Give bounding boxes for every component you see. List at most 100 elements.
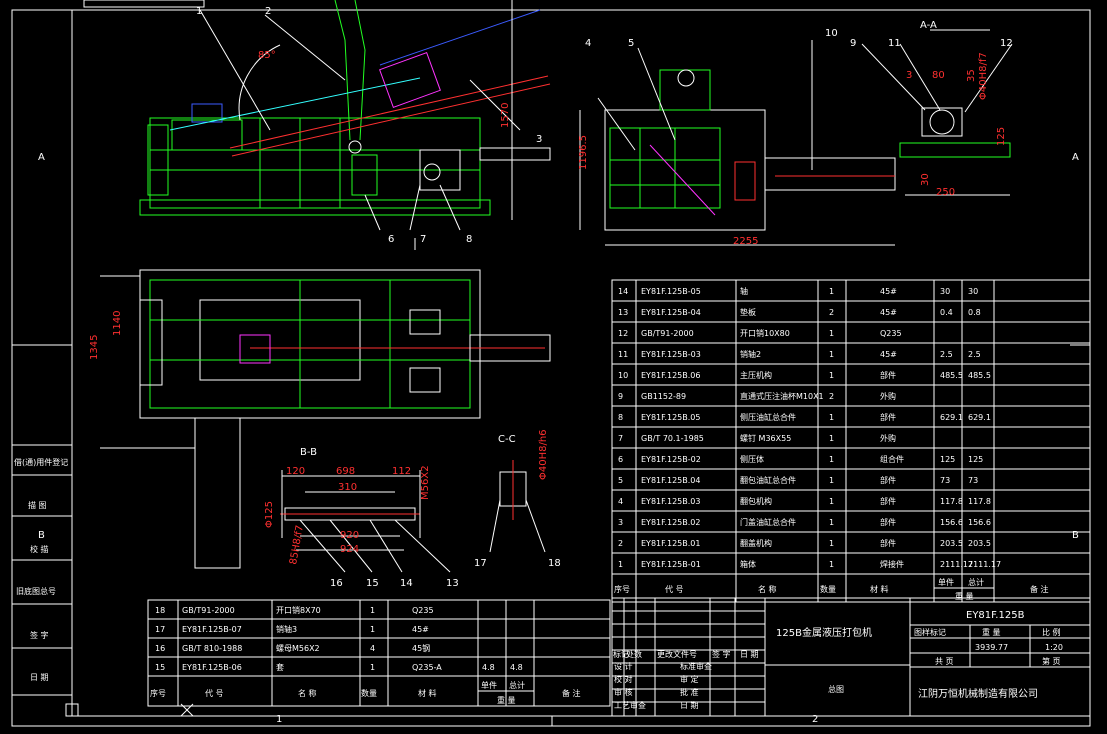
dim-angle: 85° xyxy=(258,50,276,61)
section-c-c xyxy=(489,460,546,553)
bom-top-material: 部件 xyxy=(880,517,896,527)
bom-top-code: GB/T91-2000 xyxy=(641,329,694,338)
bom-top-material: 焊接件 xyxy=(880,559,904,569)
bom-top-qty: 1 xyxy=(829,455,834,464)
bom-bottom-head-no: 序号 xyxy=(150,688,166,698)
bom-top-no: 3 xyxy=(618,518,623,527)
dim-80: 80 xyxy=(932,70,945,81)
bom-top-total-weight: 156.6 xyxy=(968,518,991,527)
bom-top-name: 翻包机构 xyxy=(740,496,772,506)
rev-role-right: 日 期 xyxy=(680,701,699,710)
callout-8: 8 xyxy=(466,234,472,245)
main-elevation-view xyxy=(120,0,551,250)
bom-top-name: 销轴2 xyxy=(740,349,761,359)
dim-phi40h8h6: Φ40H8/h6 xyxy=(538,429,549,480)
bom-bottom-name: 开口销8X70 xyxy=(276,605,321,615)
bom-top-no: 10 xyxy=(618,371,628,380)
bom-top-name: 翻包油缸总合件 xyxy=(740,475,796,485)
bom-top-unit-weight: 117.8 xyxy=(940,497,963,506)
bom-top-material: 外购 xyxy=(880,391,896,401)
dim-125: 125 xyxy=(996,127,1007,146)
sheet-count: 共 页 xyxy=(935,657,954,666)
bom-top-code: GB1152-89 xyxy=(641,392,686,401)
dim-310: 310 xyxy=(338,482,357,493)
rev-header: 签 字 xyxy=(712,649,731,659)
bom-top-qty: 1 xyxy=(829,371,834,380)
bom-top-total-weight: 2.5 xyxy=(968,350,981,359)
bom-top-total-weight: 125 xyxy=(968,455,983,464)
bom-bottom-head-note: 备 注 xyxy=(562,688,581,698)
label-b-b: B-B xyxy=(300,447,317,458)
bom-bottom-material: Q235 xyxy=(412,606,434,615)
section-a-a xyxy=(861,29,1013,196)
bom-top-total-weight: 117.8 xyxy=(968,497,991,506)
bom-top-head-qty: 数量 xyxy=(820,584,836,594)
weight-label: 重 量 xyxy=(982,627,1001,637)
rev-role-right: 批 准 xyxy=(680,687,699,697)
dim-1570: 1570 xyxy=(500,103,511,128)
dim-250: 250 xyxy=(936,187,955,198)
callout-6: 6 xyxy=(388,234,394,245)
callout-14: 14 xyxy=(400,578,413,589)
rev-role-right: 审 定 xyxy=(680,674,699,684)
bom-bottom-head-name: 名 称 xyxy=(298,688,317,698)
dim-1345: 1345 xyxy=(89,335,100,360)
bom-top-name: 箱体 xyxy=(740,559,756,569)
bom-bottom-head-qty: 数量 xyxy=(361,688,377,698)
dim-920: 920 xyxy=(340,530,359,541)
bom-top-material: 部件 xyxy=(880,370,896,380)
side-label-5: 签 字 xyxy=(30,630,49,640)
bom-top-code: EY81F.125B.03 xyxy=(641,497,700,506)
bom-bottom-unit-weight: 4.8 xyxy=(482,663,495,672)
bom-top-total-weight: 30 xyxy=(968,287,978,296)
bom-top-unit-weight: 629.1 xyxy=(940,413,963,422)
bom-top-unit-weight: 485.5 xyxy=(940,371,963,380)
callout-11: 11 xyxy=(888,38,901,49)
drawing-subtitle: 总图 xyxy=(828,684,844,694)
bom-top-name: 门盖油缸总合件 xyxy=(740,517,796,527)
drawing-title: 125B金属液压打包机 xyxy=(776,626,872,639)
side-label-1: 借(通)用件登记 xyxy=(14,457,68,467)
rev-role-left: 设 计 xyxy=(614,661,633,671)
dim-phi125: Φ125 xyxy=(264,501,275,528)
zone-left-a: A xyxy=(38,152,45,163)
bom-top-code: EY81F.125B.01 xyxy=(641,539,700,548)
rev-header: 日 期 xyxy=(740,650,759,659)
dim-120: 120 xyxy=(286,466,305,477)
dim-1196-5: 1196.5 xyxy=(578,135,589,170)
dim-85h8f7: 85H8/f7 xyxy=(288,524,306,565)
company-name: 江阴万恒机械制造有限公司 xyxy=(918,687,1038,700)
bom-top-name: 翻盖机构 xyxy=(740,538,772,548)
stage-label: 图样标记 xyxy=(914,627,946,637)
side-label-2: 描 图 xyxy=(28,500,47,510)
bom-top-name: 螺钉 M36X55 xyxy=(740,433,791,443)
bom-bottom-head-weight: 重 量 xyxy=(497,695,516,705)
side-label-4: 旧底图总号 xyxy=(16,586,56,596)
dim-698: 698 xyxy=(336,466,355,477)
bom-top-unit-weight: 156.6 xyxy=(940,518,963,527)
side-view xyxy=(579,40,896,246)
bom-top-no: 5 xyxy=(618,476,623,485)
bom-bottom-material: Q235-A xyxy=(412,663,442,672)
rev-header: 处数 xyxy=(626,649,642,659)
callout-1: 1 xyxy=(196,6,202,17)
rev-role-left: 工艺审查 xyxy=(614,700,646,710)
bom-bottom-name: 螺母M56X2 xyxy=(276,643,320,653)
bom-bottom-no: 18 xyxy=(155,606,165,615)
bom-top-head-unit: 单件 xyxy=(938,577,954,587)
bom-top-material: 部件 xyxy=(880,475,896,485)
bom-top-no: 14 xyxy=(618,287,628,296)
bom-top-material: 外购 xyxy=(880,433,896,443)
bom-bottom-material: 45钢 xyxy=(412,643,430,653)
rev-role-left: 审 核 xyxy=(614,687,633,697)
side-label-6: 日 期 xyxy=(30,673,49,682)
rev-header: 标记 xyxy=(613,649,629,659)
bom-top-name: 垫板 xyxy=(740,307,756,317)
bom-top-material: 部件 xyxy=(880,538,896,548)
callout-4: 4 xyxy=(585,38,591,49)
bom-top-total-weight: 203.5 xyxy=(968,539,991,548)
callout-2: 2 xyxy=(265,6,271,17)
bom-top-head-material: 材 料 xyxy=(870,584,889,594)
